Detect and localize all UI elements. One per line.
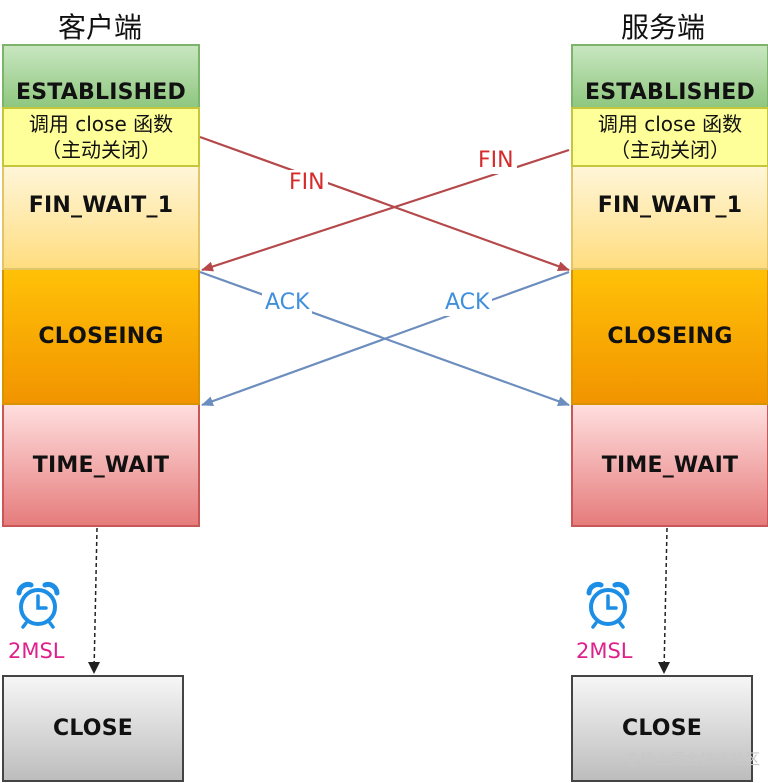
client-title: 客户端 [57,11,142,44]
server-established-label: ESTABLISHED [585,80,755,105]
client-established-label: ESTABLISHED [16,80,186,105]
server-2msl-label: 2MSL [576,639,633,663]
client-closing-state: CLOSEING [2,270,200,405]
server-closing-label: CLOSEING [607,324,733,349]
client-established-state: ESTABLISHED [2,44,200,107]
client-call-line2: （主动关闭） [41,138,161,162]
client-time-wait-state: TIME_WAIT [2,405,200,527]
ack-arrow-server-to-client [201,270,570,407]
server-time-wait-state: TIME_WAIT [571,405,768,527]
client-close-call: 调用 close 函数 （主动关闭） [2,107,200,167]
server-timeout-arrowhead [658,662,670,674]
client-call-line1: 调用 close 函数 [28,112,174,136]
fin-label-client: FIN [286,170,328,196]
server-call-line2: （主动关闭） [610,138,730,162]
server-close-label: CLOSE [622,716,702,741]
server-close-state: CLOSE [571,675,753,782]
alarm-clock-icon [586,582,630,629]
fin-label-server: FIN [475,148,517,174]
ack-label-server: ACK [442,290,493,316]
server-time-wait-label: TIME_WAIT [601,453,739,478]
server-closing-state: CLOSEING [571,270,768,405]
client-closing-label: CLOSEING [38,324,164,349]
server-fin-wait-state: FIN_WAIT_1 [571,167,768,270]
client-timeout-arrowhead [88,662,100,674]
client-2msl-label: 2MSL [8,639,65,663]
alarm-clock-icon [16,582,60,629]
client-close-label: CLOSE [53,716,133,741]
fin-arrow-client-to-server [199,135,570,272]
ack-label-client: ACK [262,290,313,316]
client-fin-wait-state: FIN_WAIT_1 [2,167,200,270]
server-established-state: ESTABLISHED [571,44,768,107]
server-close-call: 调用 close 函数 （主动关闭） [571,107,768,167]
watermark: @稀土掘金技术社区 [624,750,760,768]
client-close-state: CLOSE [2,675,184,782]
server-timeout-dashed-arrow [663,527,668,673]
server-call-line1: 调用 close 函数 [597,112,743,136]
client-fin-wait-label: FIN_WAIT_1 [28,193,174,218]
client-time-wait-label: TIME_WAIT [32,453,170,478]
server-title: 服务端 [620,11,705,44]
server-fin-wait-label: FIN_WAIT_1 [597,193,743,218]
client-timeout-dashed-arrow [93,527,98,673]
